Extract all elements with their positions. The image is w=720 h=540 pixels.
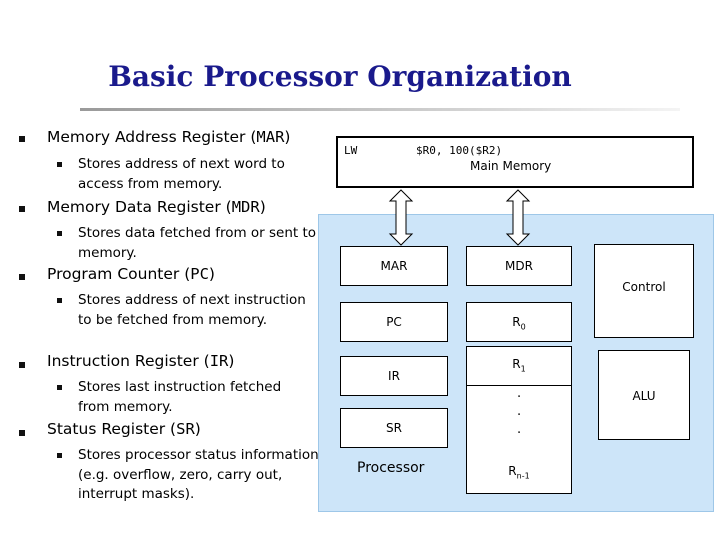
ir-register: IR	[340, 356, 448, 396]
mdr-register: MDR	[466, 246, 572, 286]
r1-label: R1	[467, 357, 571, 373]
bullet-code: SR	[176, 420, 195, 438]
mar-register: MAR	[340, 246, 448, 286]
pc-label: PC	[386, 315, 402, 329]
mar-label: MAR	[380, 259, 408, 273]
bullet-marker	[19, 430, 25, 436]
alu-unit: ALU	[598, 350, 690, 440]
mdr-label: MDR	[505, 259, 533, 273]
bullet-text: Status Register (	[47, 420, 177, 438]
control-label: Control	[622, 280, 666, 294]
mar-bus-arrow	[388, 189, 414, 246]
bullet-text: Memory Data Register (	[47, 198, 232, 216]
r0-label: R0	[467, 315, 571, 331]
memory-opcode: LW	[344, 144, 358, 157]
bullet-code: MAR	[256, 128, 285, 146]
sub-bullet-mar: Stores address of next word to access fr…	[78, 156, 285, 192]
bullet-marker	[19, 362, 25, 368]
rn-subscript: n-1	[516, 471, 530, 481]
page-title: Basic Processor Organization	[108, 60, 572, 93]
title-rule	[80, 108, 680, 111]
r1-subscript: 1	[520, 364, 526, 374]
sub-bullet-marker	[57, 385, 62, 390]
r0-subscript: 0	[520, 322, 526, 332]
register-list: Memory Address Register (MAR) Stores add…	[0, 0, 330, 540]
bullet-marker	[19, 206, 25, 212]
bullet-text: Memory Address Register (	[47, 128, 257, 146]
pc-register: PC	[340, 302, 448, 342]
bullet-mar: Memory Address Register (MAR)	[47, 128, 290, 146]
processor-label: Processor	[357, 460, 425, 476]
alu-label: ALU	[632, 389, 656, 403]
bullet-code: PC	[190, 265, 209, 283]
bullet-close: )	[194, 420, 201, 438]
control-unit: Control	[594, 244, 694, 338]
sub-bullet-marker	[57, 453, 62, 458]
bullet-code: MDR	[231, 198, 260, 216]
sub-bullet-pc: Stores address of next instruction to be…	[78, 292, 306, 328]
sr-label: SR	[386, 421, 402, 435]
ellipsis-dot: .	[517, 404, 522, 419]
sub-bullet-sr: Stores processor status information (e.g…	[78, 447, 319, 502]
bullet-marker	[19, 136, 25, 142]
main-memory-box: LW $R0, 100($R2) Main Memory	[336, 136, 694, 188]
mdr-bus-arrow	[505, 189, 531, 246]
ir-label: IR	[388, 369, 400, 383]
memory-label: Main Memory	[470, 159, 552, 173]
sub-bullet-ir: Stores last instruction fetched from mem…	[78, 379, 282, 415]
sub-bullet-mdr: Stores data fetched from or sent to memo…	[78, 225, 317, 261]
sub-bullet-marker	[57, 298, 62, 303]
bullet-code: IR	[209, 352, 229, 370]
sub-bullet-marker	[57, 162, 62, 167]
r0-letter: R	[512, 315, 521, 329]
bullet-ir: Instruction Register (IR)	[47, 352, 234, 370]
bullet-sr: Status Register (SR)	[47, 420, 201, 438]
rn-label: Rn-1	[467, 464, 571, 480]
bullet-close: )	[208, 265, 215, 283]
sr-register: SR	[340, 408, 448, 448]
bullet-text: Program Counter (	[47, 265, 191, 283]
bullet-mdr: Memory Data Register (MDR)	[47, 198, 266, 216]
bullet-pc: Program Counter (PC)	[47, 265, 215, 283]
ellipsis-dot: .	[517, 386, 522, 401]
r1-register: R1	[466, 346, 572, 386]
sub-bullet-marker	[57, 231, 62, 236]
bullet-close: )	[228, 352, 235, 370]
memory-operands: $R0, 100($R2)	[416, 144, 503, 157]
r0-register: R0	[466, 302, 572, 342]
bullet-marker	[19, 274, 25, 280]
bullet-close: )	[259, 198, 266, 216]
register-file-lower: . . . Rn-1	[466, 386, 572, 494]
r1-letter: R	[512, 357, 521, 371]
rn-letter: R	[508, 464, 517, 478]
bullet-close: )	[284, 128, 291, 146]
ellipsis-dot: .	[517, 422, 522, 437]
bullet-text: Instruction Register (	[47, 352, 210, 370]
